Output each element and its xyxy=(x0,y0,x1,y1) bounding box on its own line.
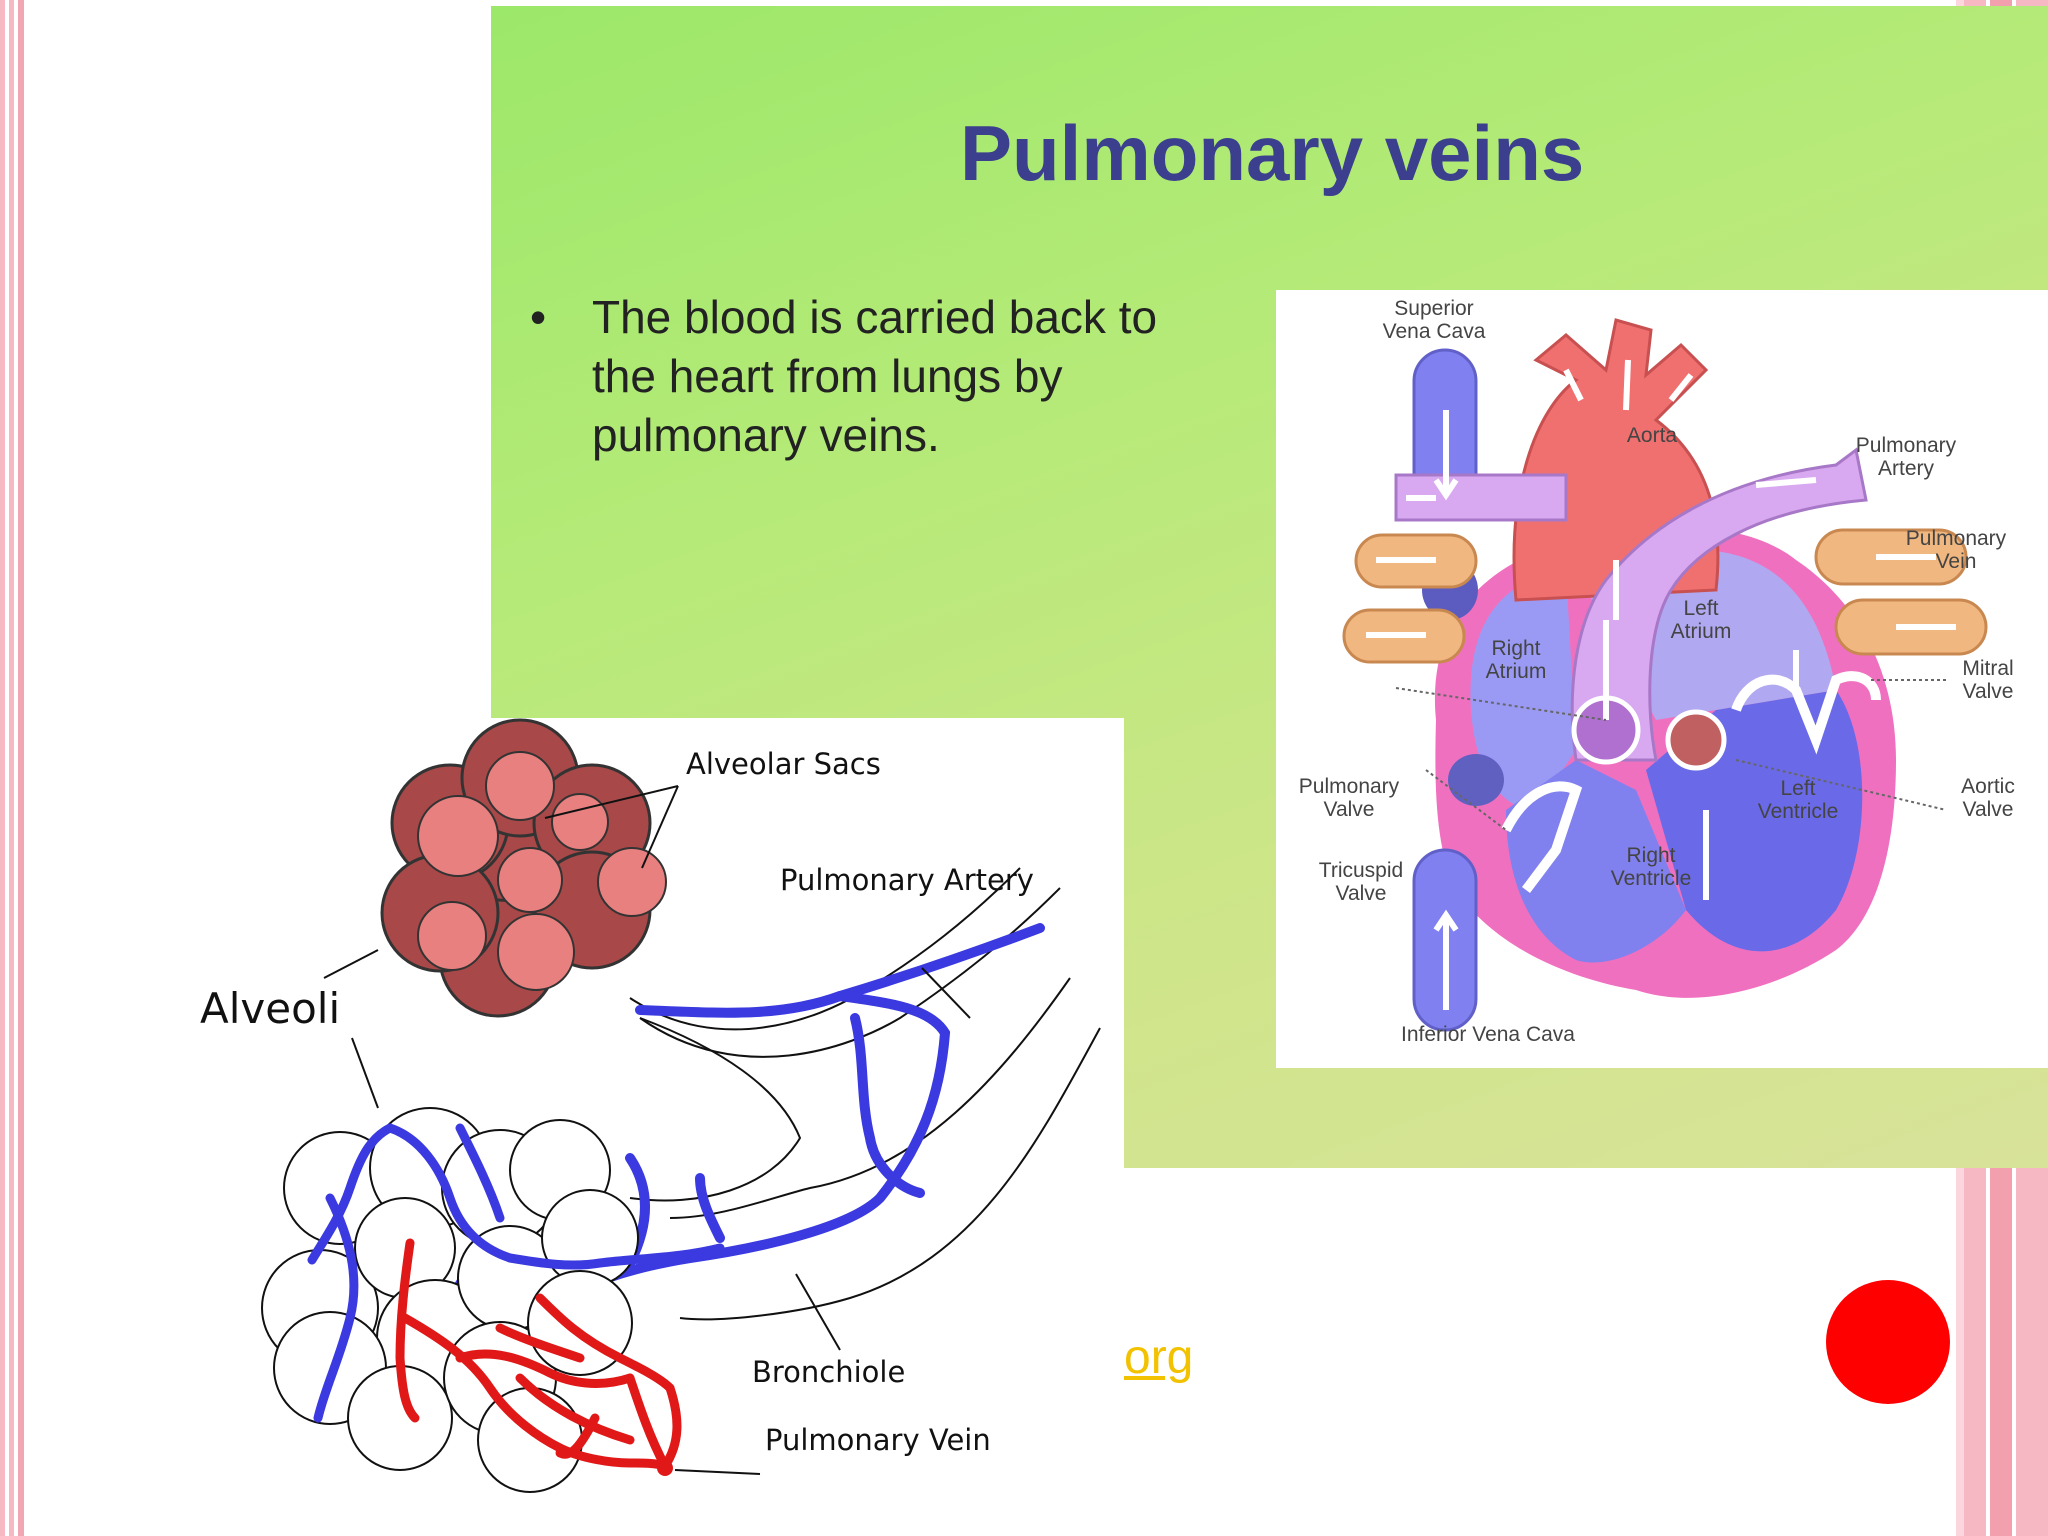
label-inferior-vena-cava: Inferior Vena Cava xyxy=(1401,1023,1575,1046)
alveoli-diagram: Alveolar Sacs Pulmonary Artery Alveoli B… xyxy=(200,718,1124,1493)
alveoli-leader-lines xyxy=(323,785,971,1475)
label-pulmonary-valve-line2: Valve xyxy=(1324,798,1375,821)
source-link[interactable]: org xyxy=(1124,1331,1194,1384)
red-circle-decoration xyxy=(1826,1280,1950,1404)
label-alveoli: Alveoli xyxy=(200,984,340,1033)
label-right-ventricle-line2: Ventricle xyxy=(1611,867,1692,890)
alveoli-diagram-svg: Alveolar Sacs Pulmonary Artery Alveoli B… xyxy=(200,718,1101,1493)
aortic-valve xyxy=(1665,709,1727,771)
label-pulmonary-vein-line2: Vein xyxy=(1936,550,1977,573)
label-left-atrium-line2: Atrium xyxy=(1671,620,1732,643)
label-pulmonary-artery-line2: Artery xyxy=(1878,457,1935,480)
label-pulmonary-vein-line1: Pulmonary xyxy=(1906,527,2007,550)
tricuspid-valve xyxy=(1501,781,1583,893)
label-alveolar-sacs: Alveolar Sacs xyxy=(686,747,881,781)
bullet-dot: • xyxy=(530,291,547,343)
bullet-text: The blood is carried back to the heart f… xyxy=(592,291,1158,461)
label-pulmonary-valve-line1: Pulmonary xyxy=(1299,775,1400,798)
label-tricuspid-valve-line1: Tricuspid xyxy=(1319,859,1403,882)
capillaries-blue xyxy=(307,1123,725,1423)
mitral-valve xyxy=(1731,671,1881,755)
label-pulmonary-artery-line1: Pulmonary xyxy=(1856,434,1957,457)
label-right-atrium-line1: Right xyxy=(1491,637,1540,660)
bullet-item: • The blood is carried back to the heart… xyxy=(530,288,1230,465)
label-aorta: Aorta xyxy=(1627,424,1678,447)
pulmonary-artery xyxy=(1570,447,1868,762)
label-bronchiole: Bronchiole xyxy=(752,1355,905,1389)
slide-title: Pulmonary veins xyxy=(960,109,1585,197)
label-tricuspid-valve-line2: Valve xyxy=(1336,882,1387,905)
label-pulmonary-vein: Pulmonary Vein xyxy=(765,1423,991,1457)
label-leader-lines xyxy=(1395,679,1947,831)
label-mitral-valve-line1: Mitral xyxy=(1962,657,2013,680)
label-pulmonary-artery: Pulmonary Artery xyxy=(780,863,1034,897)
blood-flow-arrows xyxy=(1366,359,1956,1010)
left-border-decoration xyxy=(0,0,26,1536)
right-atrium xyxy=(1470,570,1576,810)
label-right-atrium-line2: Atrium xyxy=(1486,660,1547,683)
right-ventricle xyxy=(1506,760,1686,963)
label-aortic-valve-line1: Aortic xyxy=(1961,775,2015,798)
label-superior-vena-cava-line1: Superior xyxy=(1394,297,1473,320)
pulmonary-vein-end xyxy=(657,1460,673,1476)
svc-opening xyxy=(1448,754,1504,806)
pulmonary-vein-vessels xyxy=(395,1238,682,1471)
label-left-atrium-line1: Left xyxy=(1683,597,1718,620)
label-mitral-valve-line2: Valve xyxy=(1963,680,2014,703)
heart-diagram-svg: Superior Vena Cava Aorta Pulmonary Arter… xyxy=(1299,297,2015,1046)
bullet-list: • The blood is carried back to the heart… xyxy=(530,288,1230,465)
label-superior-vena-cava-line2: Vena Cava xyxy=(1383,320,1486,343)
label-left-ventricle-line2: Ventricle xyxy=(1758,800,1839,823)
label-right-ventricle-line1: Right xyxy=(1626,844,1675,867)
label-left-ventricle-line1: Left xyxy=(1780,777,1815,800)
heart-diagram: Superior Vena Cava Aorta Pulmonary Arter… xyxy=(1276,290,2048,1068)
alveolar-sacs xyxy=(380,718,667,1018)
label-aortic-valve-line2: Valve xyxy=(1963,798,2014,821)
